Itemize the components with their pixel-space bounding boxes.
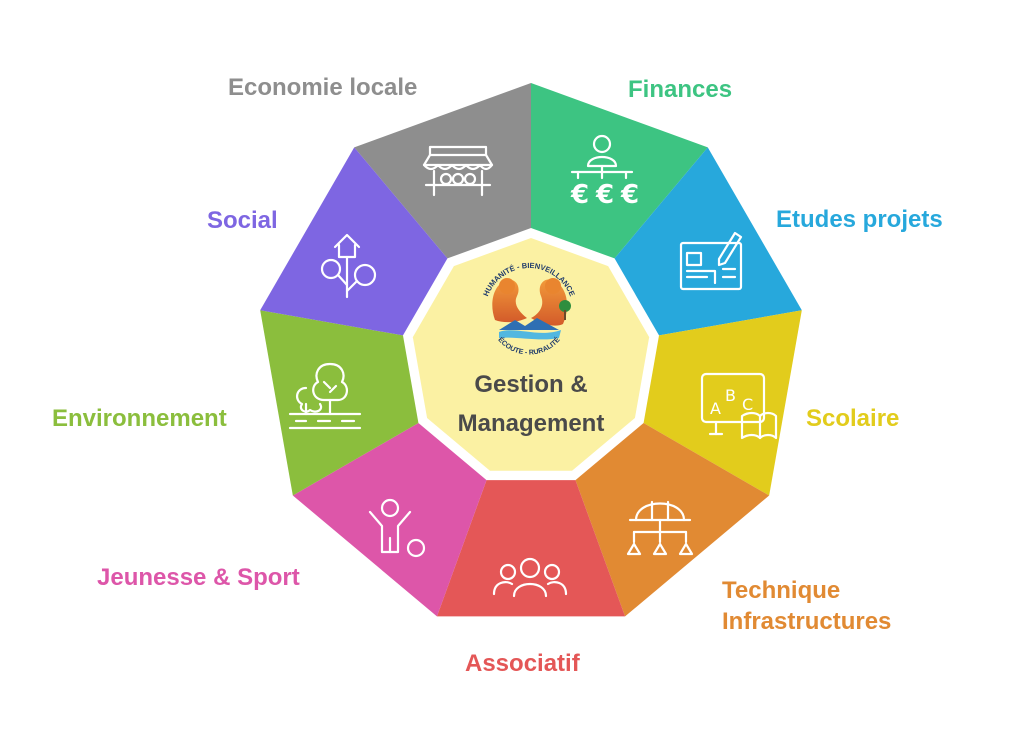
abc-board-book-icon	[700, 372, 778, 440]
trees-road-icon	[288, 362, 362, 430]
abc-letters-icon: A B C	[710, 386, 753, 418]
blueprint-pencil-icon	[679, 231, 743, 291]
svg-text:€: €	[570, 180, 589, 210]
segment-sco	[643, 310, 802, 496]
segment-etu	[614, 147, 802, 336]
people-group-icon	[492, 557, 568, 598]
hardhat-network-icon	[626, 500, 694, 556]
segment-fin	[531, 83, 708, 259]
label-economie-locale: Economie locale	[228, 74, 418, 101]
house-tree-icon	[320, 233, 377, 299]
label-associatif: Associatif	[465, 650, 580, 677]
label-scolaire: Scolaire	[806, 405, 900, 432]
segment-ass	[436, 480, 626, 617]
svg-text:C: C	[742, 395, 753, 414]
svg-text:A: A	[710, 399, 721, 418]
child-ball-icon	[368, 498, 426, 558]
market-stall-icon	[422, 145, 494, 197]
label-finances: Finances	[628, 76, 733, 103]
svg-text:€: €	[620, 180, 639, 210]
center-nonagon	[412, 238, 650, 471]
label-technique-line1: Technique	[722, 577, 841, 604]
euro-signs-icon: € € €	[570, 180, 639, 210]
label-jeunesse-sport: Jeunesse & Sport	[97, 564, 300, 591]
person-euro-icon	[570, 134, 634, 180]
label-social: Social	[207, 207, 278, 234]
svg-text:B: B	[725, 386, 736, 405]
segment-jeu	[292, 423, 487, 617]
center-title-line1: Gestion &	[474, 371, 587, 398]
svg-text:€: €	[595, 180, 614, 210]
center-title-line2: Management	[458, 410, 605, 437]
label-technique-infrastructures: Technique Infrastructures	[722, 575, 891, 637]
segment-eco	[354, 83, 531, 259]
label-environnement: Environnement	[52, 405, 227, 432]
segment-env	[260, 310, 419, 496]
label-etudes-projets: Etudes projets	[776, 206, 943, 233]
label-technique-line2: Infrastructures	[722, 608, 892, 635]
